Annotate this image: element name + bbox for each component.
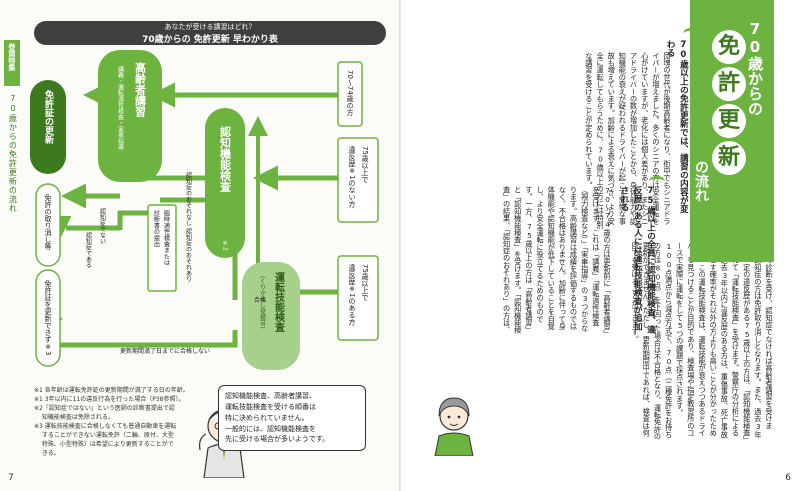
box-unten bbox=[242, 262, 300, 370]
title-banner: 70歳からの 免 許 更 新 の流れ bbox=[690, 0, 774, 262]
box-rinji-text2: 診断書の提出 bbox=[153, 209, 160, 248]
box-kyoshitsu bbox=[35, 269, 61, 367]
gutter bbox=[399, 0, 401, 491]
note-2: ※1 3年以内に11の違反行為を行った場合（P38参照）。 bbox=[34, 396, 185, 403]
box-unten-sub: (くりかえし受検可) bbox=[259, 276, 266, 329]
side-label-text: 巻頭特集 bbox=[7, 43, 16, 71]
title-kanji-3: 更 bbox=[712, 104, 746, 138]
bubble-line-2: 運転技能検査を受ける順番は bbox=[225, 402, 316, 411]
box-torikeshi bbox=[35, 183, 61, 267]
bubble-line-3: 特に決められていません。 bbox=[225, 413, 309, 422]
label-no-dementia: 認知症のおそれなし bbox=[185, 171, 192, 226]
title-kanji-1: 免 bbox=[712, 30, 746, 64]
box-rinji-text: 臨時適性検査または bbox=[163, 209, 170, 267]
box-koreisha bbox=[98, 50, 162, 182]
heading-1: 70歳以上の免許更新では、講習の内容が変わる bbox=[665, 40, 689, 213]
box-rinji bbox=[147, 204, 177, 292]
speech-bubble: 認知機能検査、高齢者講習、 運転技能検査を受ける順番は 特に決められていません。… bbox=[218, 385, 366, 451]
box-torikeshi-text: 免許の取り消し等 bbox=[44, 193, 52, 250]
box-age-70-74-text: 70～74歳の方 bbox=[346, 70, 354, 117]
note-6: することができない運転免許（二輪、原付、大型 bbox=[34, 432, 174, 439]
side-label: 巻頭特集 bbox=[4, 40, 20, 86]
label-dementia-risk: 認知症のおそれあり bbox=[185, 227, 192, 282]
box-age-75-violation-text1: 75歳以上で bbox=[361, 264, 369, 301]
box-kyoshitsu-text: 免許証を更新できず※3 bbox=[44, 279, 52, 355]
note-3: ※2「認知症ではない」という医師の診断書提出で認 bbox=[34, 405, 175, 412]
title-kanji-2: 許 bbox=[712, 67, 746, 101]
label-not-dementia: 認知症でない bbox=[99, 207, 106, 244]
box-age-75-clean-text2: 違反歴※1のない方 bbox=[348, 145, 356, 208]
note-7: 特殊、小型特殊）は希望により更新することがで bbox=[34, 441, 174, 448]
box-license-renewal-text: 免許証の更新 bbox=[43, 89, 54, 145]
box-age-70-74 bbox=[337, 61, 363, 127]
intro-column: 団塊の世代が後期高齢者になり、街中でもシニアドライバーが増えました。多くのシニア… bbox=[585, 52, 673, 230]
label-pass: 合格 bbox=[254, 296, 266, 304]
note-4: 知機能検査は免除される。 bbox=[34, 414, 114, 421]
right-page-number: 6 bbox=[785, 473, 791, 483]
bubble-line-4: 一般的には、認知機能検査を bbox=[225, 424, 316, 433]
heading-2: 75歳以上の全員に認知機能検査、違反歴のある人には運転技能検査が追加される bbox=[619, 186, 656, 334]
title-line-1: 70歳からの bbox=[746, 20, 764, 116]
box-license-renewal bbox=[30, 80, 66, 174]
woman-illustration bbox=[434, 397, 474, 456]
box-age-75-violation-text2: 違反歴※1のある方 bbox=[348, 263, 356, 326]
mid-text: 70～74歳の方は更新前に「高齢者講習」を受けます。これは「講義」「運転適性検査… bbox=[502, 186, 612, 334]
title-line-3: の流れ bbox=[693, 160, 709, 202]
chart-header: あなたが受ける講習はどれ？ 70歳からの 免許更新 早わかり表 bbox=[34, 21, 386, 45]
ninchi-note-mark: ※2 bbox=[222, 240, 229, 251]
note-8: きる。 bbox=[34, 450, 60, 457]
left-page: 巻頭特集 70歳からの免許更新の流れ あなたが受ける講習はどれ？ 70歳からの … bbox=[0, 0, 399, 491]
bubble-line-5: 先に受ける場合が多いようです。 bbox=[225, 435, 330, 444]
box-ninchi-text: 認知機能検査 bbox=[219, 125, 233, 192]
left-page-number: 7 bbox=[8, 473, 14, 483]
box-koreisha-text: 高齢者講習 bbox=[134, 61, 148, 118]
heading-2-marker bbox=[649, 176, 665, 187]
chart-header-question: あなたが受ける講習はどれ？ bbox=[164, 23, 256, 31]
right-text: 医師の診断を受け、認知症でなければ高齢者講習を受けます。認知症の方は免許取り消し… bbox=[631, 242, 774, 440]
intro-text: 団塊の世代が後期高齢者になり、街中でもシニアドライバーが増えました。多くのシニア… bbox=[584, 52, 672, 229]
box-unten-text: 運転技能検査 bbox=[273, 272, 286, 332]
title-kanji-block: 免 許 更 新 bbox=[712, 30, 752, 175]
title-kanji-4: 新 bbox=[712, 141, 746, 175]
label-is-dementia: 認知症である bbox=[85, 231, 92, 268]
bubble-line-1: 認知機能検査、高齢者講習、 bbox=[225, 392, 316, 400]
flowchart: 免許証の更新 高齢者講習 講義・運転適性検査・実車指導 認知機能検査 ※2 運転… bbox=[30, 50, 379, 370]
note-1: ※1 各年齢は運転免許証の更新期間が満了する日の年齢。 bbox=[34, 387, 189, 394]
chart-header-title: 70歳からの 免許更新 早わかり表 bbox=[142, 35, 278, 45]
box-age-75-clean bbox=[337, 137, 379, 223]
right-column: 医師の診断を受け、認知症でなければ高齢者講習を受けます。認知症の方は免許取り消し… bbox=[509, 242, 775, 442]
side-title: 70歳からの免許更新の流れ bbox=[8, 94, 18, 213]
box-age-75-clean-text1: 75歳以上で bbox=[361, 146, 369, 183]
note-5: ※3 運転技能検査に合格しなくても普通自動車を運転 bbox=[34, 423, 177, 430]
box-age-75-violation bbox=[337, 255, 379, 341]
box-koreisha-sub: 講義・運転適性検査・実車指導 bbox=[117, 65, 124, 150]
label-fail: 更新期間満了日までに合格しない bbox=[120, 347, 210, 355]
box-ninchi bbox=[205, 108, 245, 258]
mid-column: 70～74歳の方は更新前に「高齢者講習」を受けます。これは「講義」「運転適性検査… bbox=[427, 186, 613, 336]
